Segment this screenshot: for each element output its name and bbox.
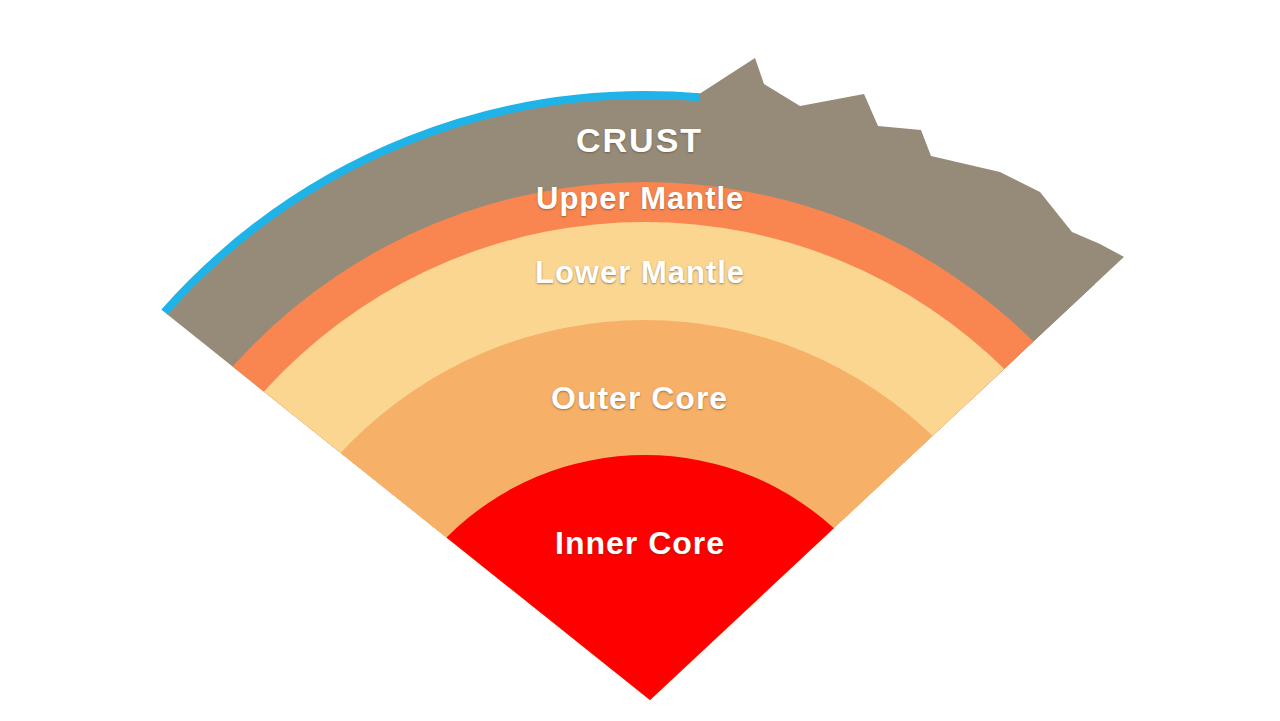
layer-band: Inner Core [555,525,725,562]
lower-mantle-layer [132,222,1158,721]
ocean-strip [5,95,700,721]
layer-label: Lower Mantle [535,255,745,291]
layer-label: Inner Core [555,525,725,562]
upper-mantle-layer [92,182,1198,721]
layer-band: Upper Mantle [536,181,744,217]
outer-core-layer [230,320,1060,721]
crust-layer [8,98,1280,721]
layer-band: CRUST [576,121,703,160]
layer-band: Lower Mantle [535,255,745,291]
layer-label: CRUST [576,121,703,160]
layer-band: Outer Core [551,380,728,417]
layer-label: Outer Core [551,380,728,417]
inner-core-layer [365,455,925,721]
layer-label: Upper Mantle [536,181,744,217]
